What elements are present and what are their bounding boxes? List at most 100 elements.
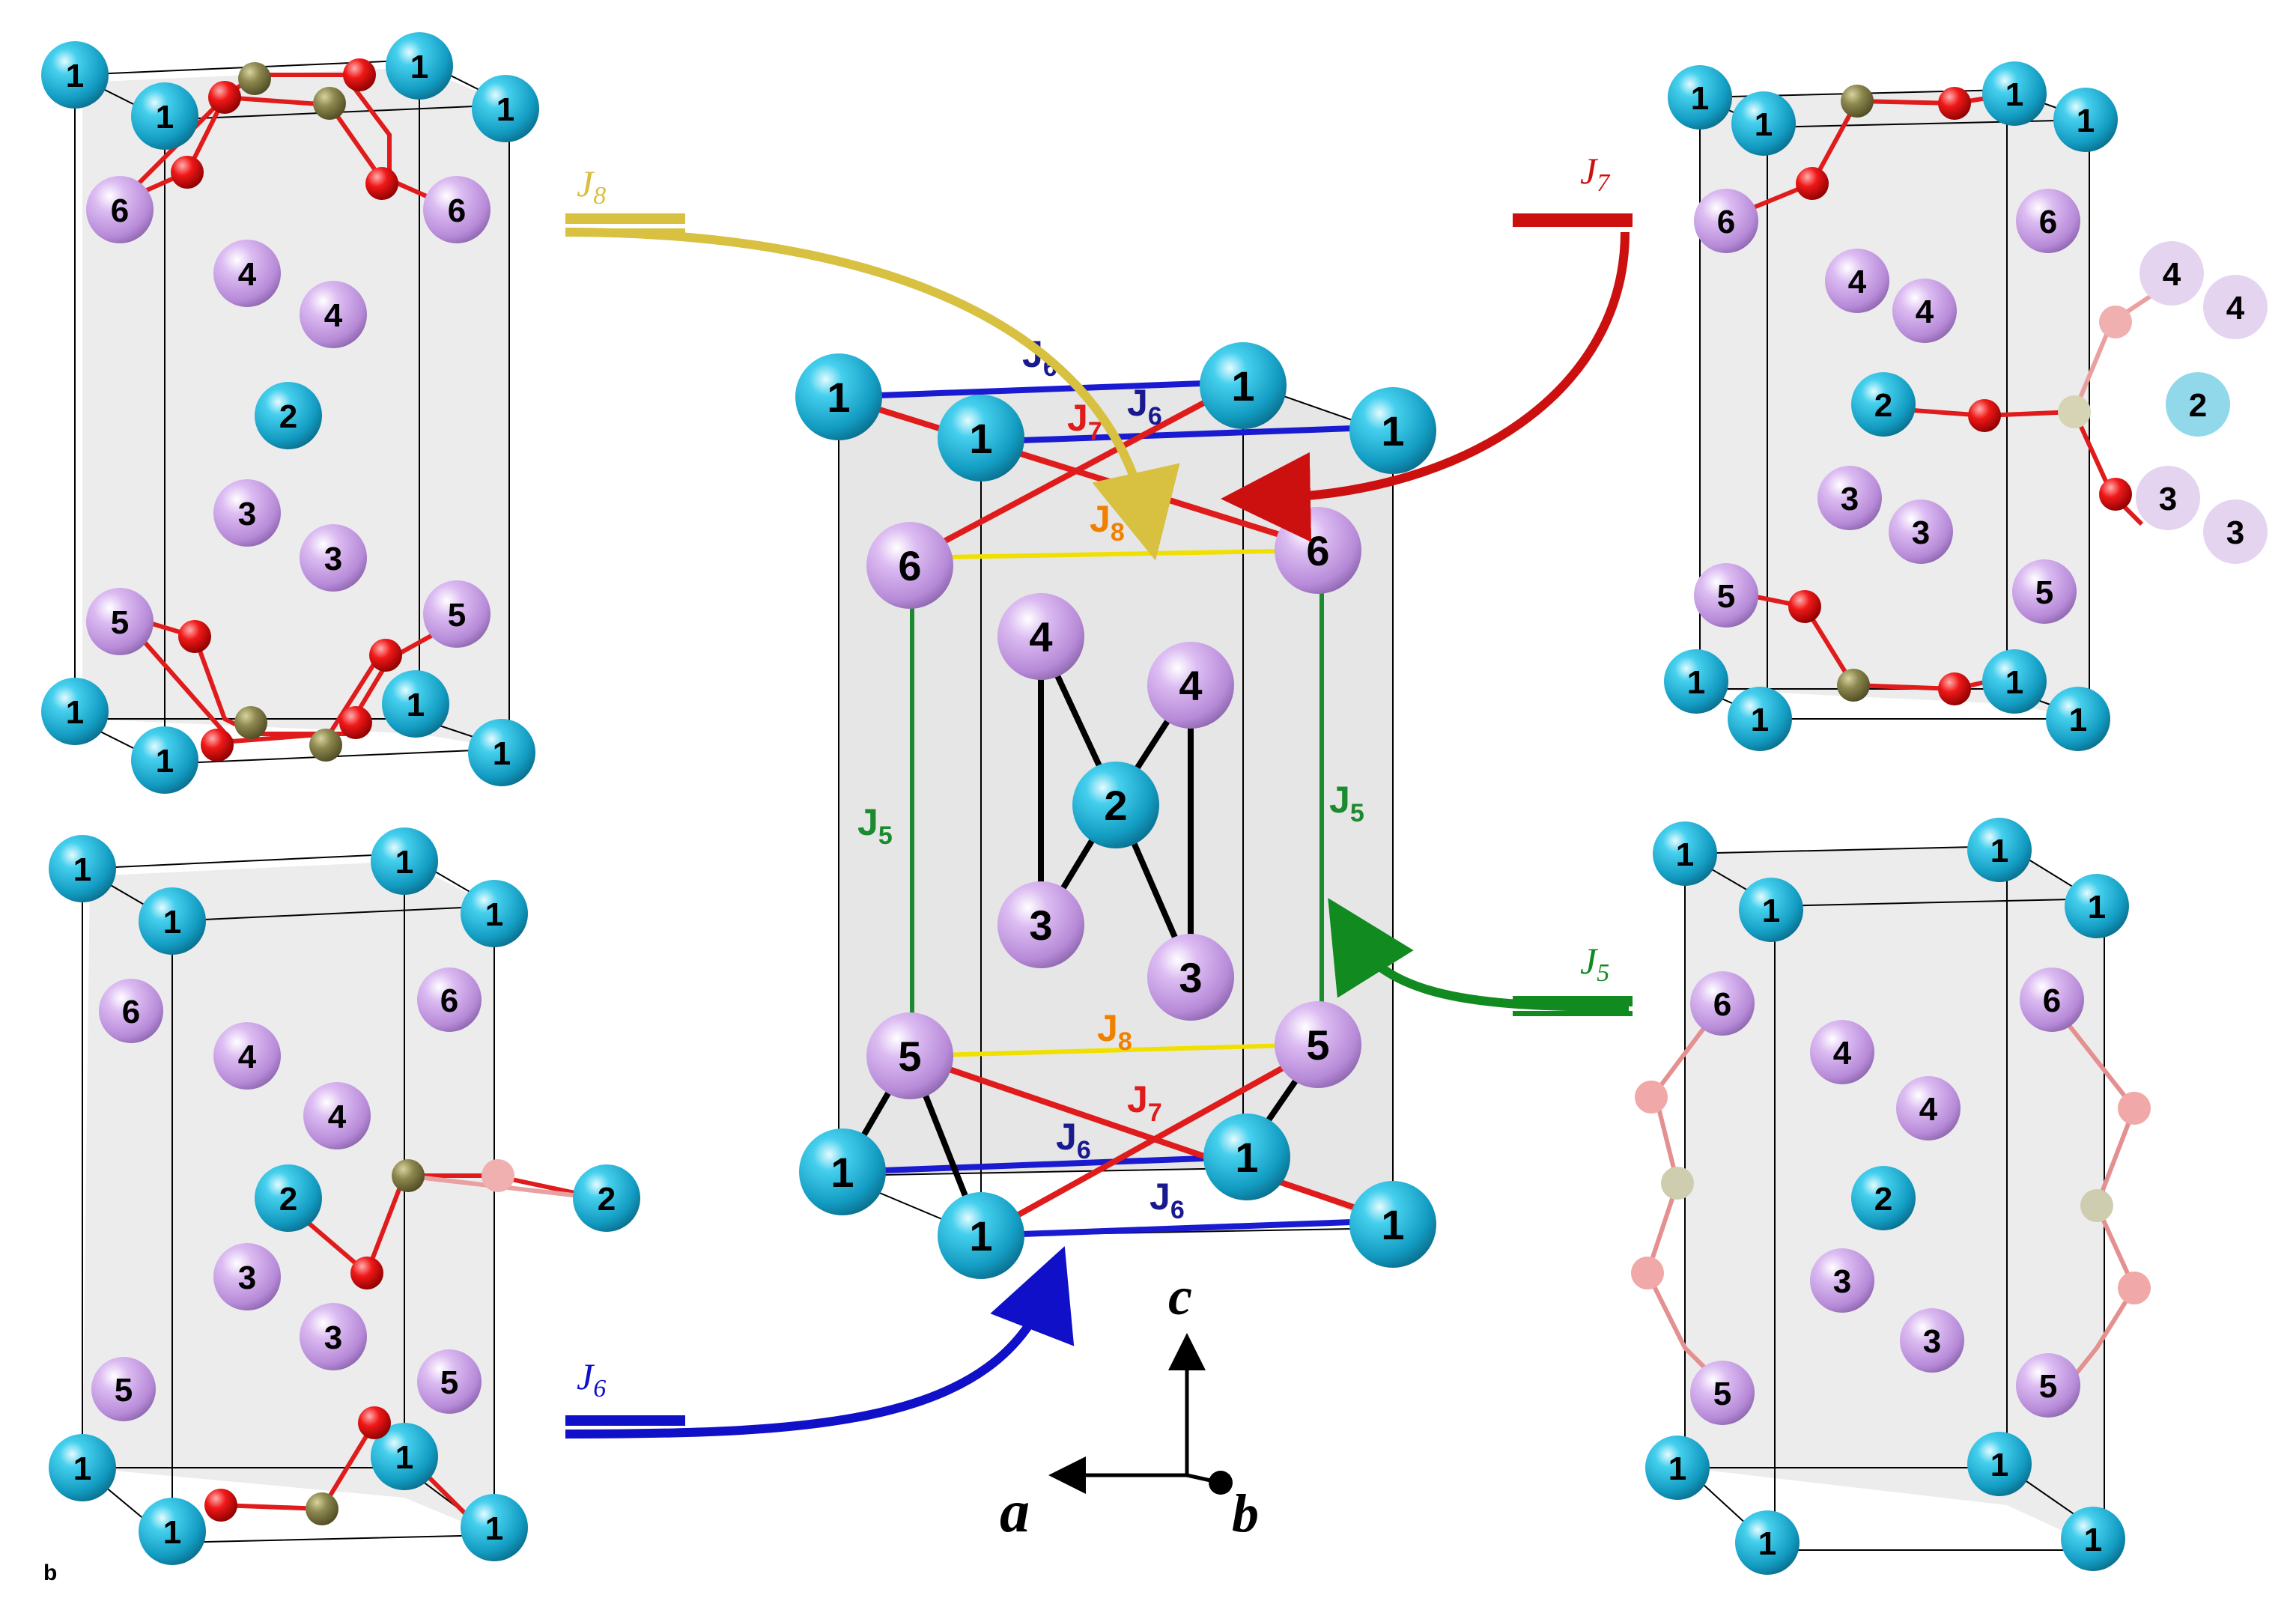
atom-label: 6 <box>898 542 921 589</box>
atom-label: 3 <box>324 541 342 577</box>
atom-violet-faded <box>2139 241 2204 306</box>
atom-cyan <box>461 1494 528 1561</box>
atom-olive <box>313 87 346 120</box>
caption-j5: J5 <box>1328 898 1633 1016</box>
label-j6: J6 <box>1056 1116 1091 1164</box>
atom-label: 1 <box>827 374 850 421</box>
atom-olive-faded <box>2058 395 2091 428</box>
atom-label: 3 <box>1912 514 1930 551</box>
atom-label: 1 <box>1668 1450 1686 1487</box>
atom-label: 5 <box>2039 1368 2057 1405</box>
panel-center: 1 1 1 1 6 6 4 4 2 3 3 5 5 1 <box>795 333 1436 1279</box>
atom-cyan <box>2053 88 2118 152</box>
atom-label: 6 <box>1306 527 1329 574</box>
atom-violet <box>1892 279 1957 343</box>
atom-violet <box>417 967 482 1032</box>
atom-label: 1 <box>496 91 514 128</box>
atom-violet <box>423 580 491 648</box>
atom-label: 1 <box>493 735 511 772</box>
atom-violet <box>2012 559 2077 624</box>
atom-red <box>171 156 204 189</box>
atom-label: 1 <box>73 851 91 888</box>
atom-olive <box>392 1159 425 1192</box>
bond-j7 <box>905 379 1245 565</box>
atom-cyan <box>371 827 438 895</box>
atom-label: 3 <box>2226 514 2244 551</box>
bond-j8 <box>909 1042 1319 1058</box>
label-j5: J5 <box>1329 779 1364 827</box>
atom-cyan <box>41 678 109 745</box>
atom-cyan <box>139 1498 206 1565</box>
atom-red <box>1938 87 1971 120</box>
atom-violet <box>213 1022 281 1090</box>
atom-violet <box>2020 967 2084 1032</box>
atom-violet <box>417 1349 482 1414</box>
atom-olive <box>309 729 342 762</box>
atom-label: 2 <box>1874 1181 1892 1218</box>
atom-olive-faded <box>1661 1167 1694 1200</box>
atom-cyan <box>795 353 882 440</box>
atom-label: 1 <box>410 49 428 85</box>
atom-cyan <box>49 1434 116 1501</box>
atom-label: 6 <box>122 994 140 1030</box>
atom-cyan <box>386 32 453 100</box>
atom-violet <box>1275 1001 1361 1088</box>
atom-cyan <box>255 1164 322 1232</box>
atom-cyan <box>1349 1181 1436 1268</box>
atom-label: 1 <box>969 1212 992 1260</box>
atom-cyan <box>2065 874 2129 938</box>
atom-red-faded <box>2118 1272 2151 1304</box>
atom-red <box>1938 672 1971 705</box>
atom-label: 4 <box>324 297 343 334</box>
atom-cyan <box>1349 387 1436 474</box>
atom-violet <box>1810 1020 1874 1084</box>
atom-label: 2 <box>598 1181 616 1218</box>
atom-label: 4 <box>238 256 257 293</box>
atom-label: 1 <box>1231 362 1254 410</box>
atom-label: 2 <box>1874 387 1892 424</box>
label-j6: J6 <box>1149 1176 1185 1224</box>
atom-label: 3 <box>1179 954 1202 1001</box>
atom-violet <box>866 1012 953 1099</box>
atom-label: 1 <box>156 743 174 780</box>
atom-label: 5 <box>440 1364 458 1401</box>
atom-label: 1 <box>1990 833 2008 869</box>
atom-label: 5 <box>448 597 466 634</box>
atom-cyan <box>41 41 109 109</box>
bond-network-faded <box>1644 1002 2137 1388</box>
bond-j6 <box>842 1154 1244 1175</box>
atom-violet <box>1147 642 1234 729</box>
caption-j8-label: J8 <box>577 162 606 210</box>
atom-violet <box>1690 1361 1755 1425</box>
atom-label: 1 <box>2084 1522 2102 1558</box>
atom-red-faded <box>2118 1092 2151 1125</box>
atom-violet <box>1825 249 1889 313</box>
atom-cyan <box>468 719 535 786</box>
atom-olive-faded <box>2080 1189 2113 1222</box>
caption-j8: J8 <box>565 162 1180 561</box>
atom-label: 6 <box>2039 204 2057 240</box>
atom-label: 4 <box>2163 256 2181 293</box>
atom-label: 1 <box>395 844 413 881</box>
caption-j5-label: J5 <box>1580 940 1609 987</box>
atom-red <box>365 167 398 200</box>
atom-label: 3 <box>238 1260 256 1296</box>
arrow-j6 <box>565 1246 1075 1439</box>
atom-red <box>1788 590 1821 623</box>
atom-violet <box>300 1303 367 1370</box>
atom-violet <box>1900 1308 1964 1373</box>
atom-cyan <box>131 726 198 794</box>
atom-violet <box>997 593 1084 680</box>
caption-j7-label: J7 <box>1580 150 1611 197</box>
atom-cyan <box>131 82 198 150</box>
atom-label: 1 <box>163 904 181 941</box>
atom-cyan <box>461 880 528 947</box>
arrow-j8 <box>565 228 1180 561</box>
atom-label: 3 <box>1841 481 1859 517</box>
atom-red-faded <box>482 1159 514 1192</box>
atom-label: 1 <box>73 1450 91 1487</box>
atom-violet <box>86 176 154 243</box>
atom-label: 1 <box>2077 103 2095 139</box>
atom-cyan <box>1967 818 2032 882</box>
atom-red <box>1796 167 1829 200</box>
